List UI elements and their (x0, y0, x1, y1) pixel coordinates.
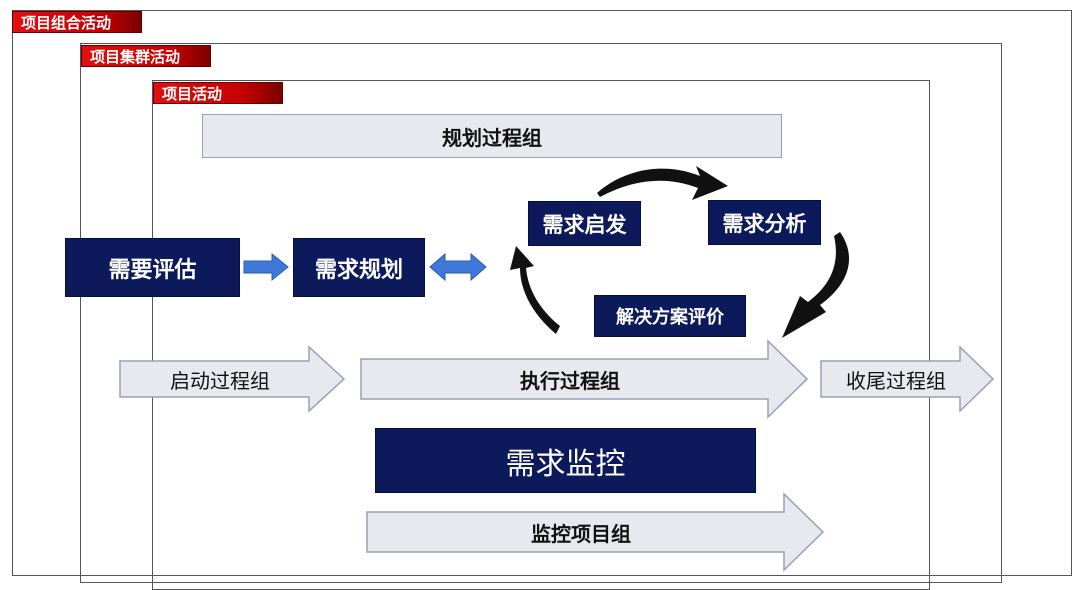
closing-arrow-shape (820, 345, 995, 413)
portfolio-label: 项目组合活动 (12, 11, 142, 33)
blue-double-arrow (429, 252, 487, 282)
initiating-arrow-shape (119, 345, 346, 413)
planning-group-bar: 规划过程组 (202, 114, 782, 158)
initiating-group-label: 启动过程组 (170, 368, 270, 393)
requirements-planning-box: 需求规划 (293, 238, 425, 297)
requirements-elicitation-box: 需求启发 (528, 201, 641, 246)
executing-arrow-shape (360, 339, 809, 419)
monitoring-group-label: 监控项目组 (531, 521, 631, 546)
portfolio-frame (12, 10, 1072, 576)
executing-group-label: 执行过程组 (520, 368, 620, 393)
needs-assessment-box: 需要评估 (65, 238, 240, 297)
requirements-monitoring-box: 需求监控 (375, 428, 756, 493)
project-label: 项目活动 (153, 82, 283, 104)
program-label: 项目集群活动 (81, 45, 211, 67)
monitoring-arrow-shape (366, 492, 825, 572)
solution-evaluation-box: 解决方案评价 (594, 295, 746, 337)
requirements-analysis-box: 需求分析 (708, 200, 821, 245)
closing-group-label: 收尾过程组 (846, 368, 946, 393)
blue-right-arrow (243, 252, 289, 282)
